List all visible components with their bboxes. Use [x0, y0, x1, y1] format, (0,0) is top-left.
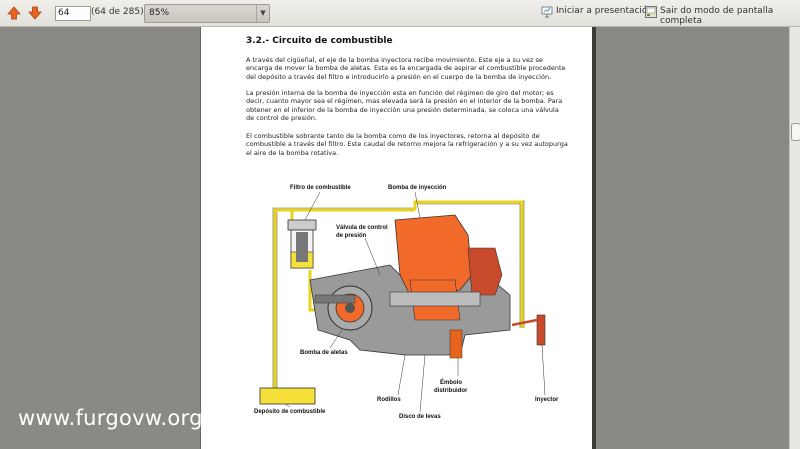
vertical-scrollbar[interactable] [789, 27, 800, 449]
label-filtro: Filtro de combustible [290, 185, 351, 191]
label-deposito: Depósito de combustible [254, 409, 326, 415]
paragraph: La presión interna de la bomba de inyecc… [246, 89, 563, 122]
label-bomba-inyeccion: Bomba de inyección [388, 185, 447, 191]
start-presentation-button[interactable]: Iniciar a presentación [556, 6, 654, 16]
label-valvula-1: Válvula de control [336, 225, 388, 231]
paragraph: A través del cigüeñal, el eje de la bomb… [246, 56, 566, 81]
label-disco: Disco de levas [399, 414, 441, 420]
watermark: www.furgovw.org [18, 406, 203, 430]
page-shadow [592, 27, 596, 449]
paragraph: El combustible sobrante tanto de la bomb… [246, 132, 568, 157]
zoom-select[interactable]: 85% ▼ [144, 4, 270, 23]
label-bomba-aletas: Bomba de aletas [300, 350, 348, 356]
label-embolo-1: Émbolo [440, 378, 462, 386]
zoom-value: 85% [149, 8, 170, 18]
page-heading: 3.2.- Circuito de combustible [246, 36, 393, 46]
page-count: (64 de 285) [91, 7, 144, 17]
chevron-down-icon[interactable]: ▼ [256, 5, 269, 22]
label-embolo-2: distribuidor [434, 388, 468, 394]
page-number-input[interactable]: 64 [55, 6, 91, 21]
fullscreen-exit-icon[interactable] [645, 6, 657, 18]
fuel-circuit-diagram: Filtro de combustible Bomba de inyección… [254, 185, 559, 420]
toolbar: 64 (64 de 285) 85% ▼ Iniciar a presentac… [0, 0, 800, 27]
next-page-icon[interactable] [27, 5, 43, 21]
presentation-icon[interactable] [541, 6, 553, 18]
label-valvula-2: de presión [336, 233, 367, 239]
label-rodillos: Rodillos [377, 397, 401, 403]
scrollbar-thumb[interactable] [791, 123, 800, 141]
exit-fullscreen-button[interactable]: Sair do modo de pantalla completa [660, 6, 774, 26]
document-viewer[interactable]: 3.2.- Circuito de combustible A través d… [0, 27, 789, 449]
previous-page-icon[interactable] [6, 5, 22, 21]
label-inyector: Inyector [535, 397, 559, 403]
